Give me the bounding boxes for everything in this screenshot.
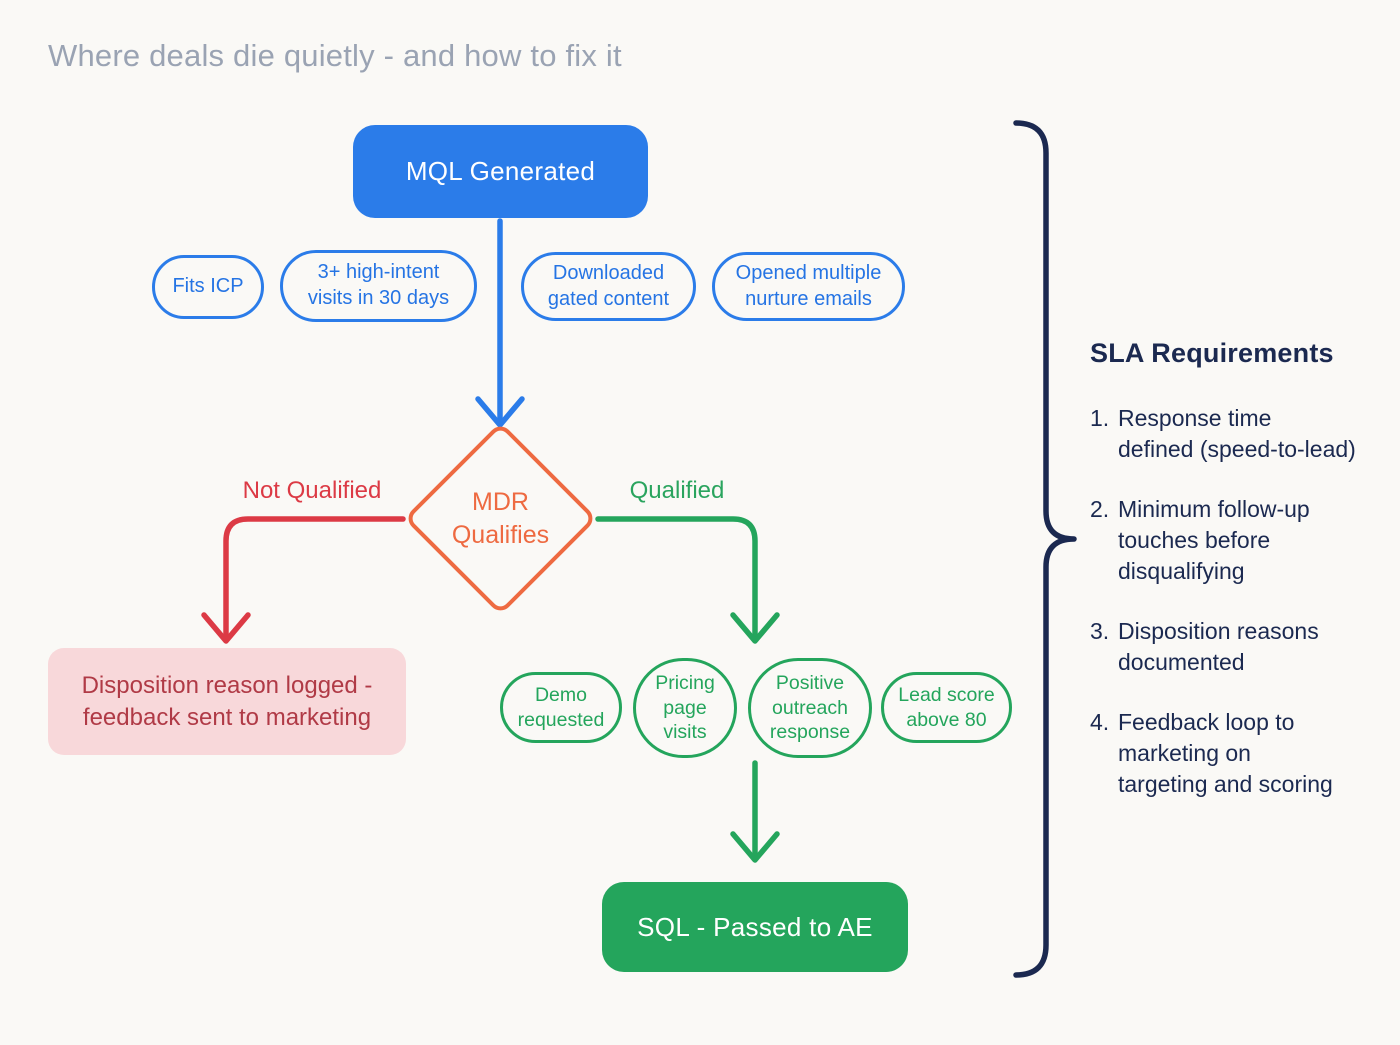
- arrow-not-qualified-line: [223, 516, 406, 641]
- sla-item-text: Minimum follow-up touches before disqual…: [1118, 496, 1310, 584]
- node-disposition-feedback[interactable]: Disposition reason logged - feedback sen…: [48, 648, 406, 755]
- arrow-qualified-head: [730, 612, 780, 644]
- sla-item-4: 4. Feedback loop to marketing on targeti…: [1090, 707, 1395, 800]
- sla-item-2: 2. Minimum follow-up touches before disq…: [1090, 494, 1395, 587]
- pill-high-intent-visits[interactable]: 3+ high-intent visits in 30 days: [280, 250, 477, 322]
- pill-positive-outreach-response[interactable]: Positive outreach response: [748, 658, 872, 758]
- pill-pricing-page-visits[interactable]: Pricing page visits: [633, 658, 737, 758]
- page-title: Where deals die quietly - and how to fix…: [48, 38, 622, 73]
- sla-curly-brace: [1013, 120, 1077, 978]
- arrow-signals-to-sql-head: [730, 831, 780, 863]
- sla-item-number: 1.: [1090, 405, 1110, 431]
- arrow-mql-to-decision-head: [475, 396, 525, 428]
- sla-panel: SLA Requirements 1. Response time define…: [1090, 338, 1395, 829]
- pill-opened-nurture-emails[interactable]: Opened multiple nurture emails: [712, 252, 905, 321]
- arrow-qualified-line: [595, 516, 758, 641]
- pill-lead-score-above-80[interactable]: Lead score above 80: [881, 672, 1012, 743]
- arrow-not-qualified-head: [201, 612, 251, 644]
- node-sql-passed-to-ae[interactable]: SQL - Passed to AE: [602, 882, 908, 972]
- decision-mdr-qualifies: MDR Qualifies: [402, 450, 599, 587]
- pill-fits-icp[interactable]: Fits ICP: [152, 255, 264, 319]
- decision-line1: MDR: [472, 488, 529, 516]
- sla-item-number: 4.: [1090, 709, 1110, 735]
- sla-item-text: Disposition reasons documented: [1118, 618, 1319, 675]
- sla-item-text: Response time defined (speed-to-lead): [1118, 405, 1356, 462]
- node-mql-generated[interactable]: MQL Generated: [353, 125, 648, 218]
- sla-item-text: Feedback loop to marketing on targeting …: [1118, 709, 1333, 797]
- label-not-qualified: Not Qualified: [242, 477, 382, 504]
- sla-item-1: 1. Response time defined (speed-to-lead): [1090, 403, 1395, 465]
- decision-line2: Qualifies: [451, 520, 550, 549]
- sla-heading: SLA Requirements: [1090, 338, 1334, 368]
- sla-item-number: 3.: [1090, 618, 1110, 644]
- label-qualified: Qualified: [629, 477, 725, 504]
- sla-item-3: 3. Disposition reasons documented: [1090, 616, 1395, 678]
- pill-demo-requested[interactable]: Demo requested: [500, 672, 622, 743]
- pill-downloaded-gated-content[interactable]: Downloaded gated content: [521, 252, 696, 321]
- sla-item-number: 2.: [1090, 496, 1110, 522]
